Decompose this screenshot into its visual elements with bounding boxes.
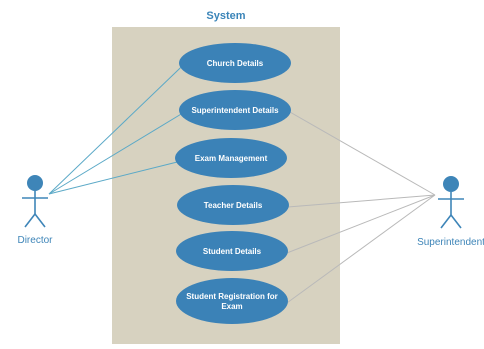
association-director-exam-management bbox=[48, 161, 178, 195]
association-lines bbox=[48, 66, 436, 304]
system-title: System bbox=[206, 10, 245, 22]
use-case-church-details[interactable]: Church Details bbox=[179, 43, 291, 83]
use-case-ellipse bbox=[179, 43, 291, 83]
use-case-ellipse bbox=[179, 90, 291, 130]
use-case-superintendent-details[interactable]: Superintendent Details bbox=[179, 90, 291, 130]
association-superintendent-student-registration-for-exam bbox=[286, 194, 436, 304]
stick-figure-icon bbox=[438, 176, 464, 229]
use-case-label: Student Details bbox=[203, 247, 262, 256]
use-case-label: Superintendent Details bbox=[191, 106, 279, 115]
actor-superintendent: Superintendent bbox=[417, 176, 484, 248]
use-case-ellipse bbox=[176, 278, 288, 324]
actors: Director Superintendent bbox=[17, 175, 484, 248]
use-case-ellipse bbox=[175, 138, 287, 178]
actor-label: Superintendent bbox=[417, 237, 484, 248]
use-case-ellipse bbox=[176, 231, 288, 271]
actor-director: Director bbox=[17, 175, 53, 246]
use-case-ellipse bbox=[177, 185, 289, 225]
use-case-student-details[interactable]: Student Details bbox=[176, 231, 288, 271]
association-superintendent-superintendent-details bbox=[289, 111, 436, 196]
association-superintendent-teacher-details bbox=[287, 194, 436, 208]
actor-label: Director bbox=[17, 235, 53, 246]
use-case-teacher-details[interactable]: Teacher Details bbox=[177, 185, 289, 225]
association-superintendent-student-details bbox=[286, 194, 436, 254]
use-case-label: Exam bbox=[221, 302, 242, 311]
use-case-label: Student Registration for bbox=[186, 292, 278, 301]
use-case-exam-management[interactable]: Exam Management bbox=[175, 138, 287, 178]
use-case-label: Exam Management bbox=[195, 154, 268, 163]
association-director-church-details bbox=[48, 66, 182, 195]
stick-figure-icon bbox=[22, 175, 48, 228]
use-case-label: Teacher Details bbox=[204, 201, 263, 210]
association-director-superintendent-details bbox=[48, 113, 182, 195]
use-case-label: Church Details bbox=[207, 59, 264, 68]
